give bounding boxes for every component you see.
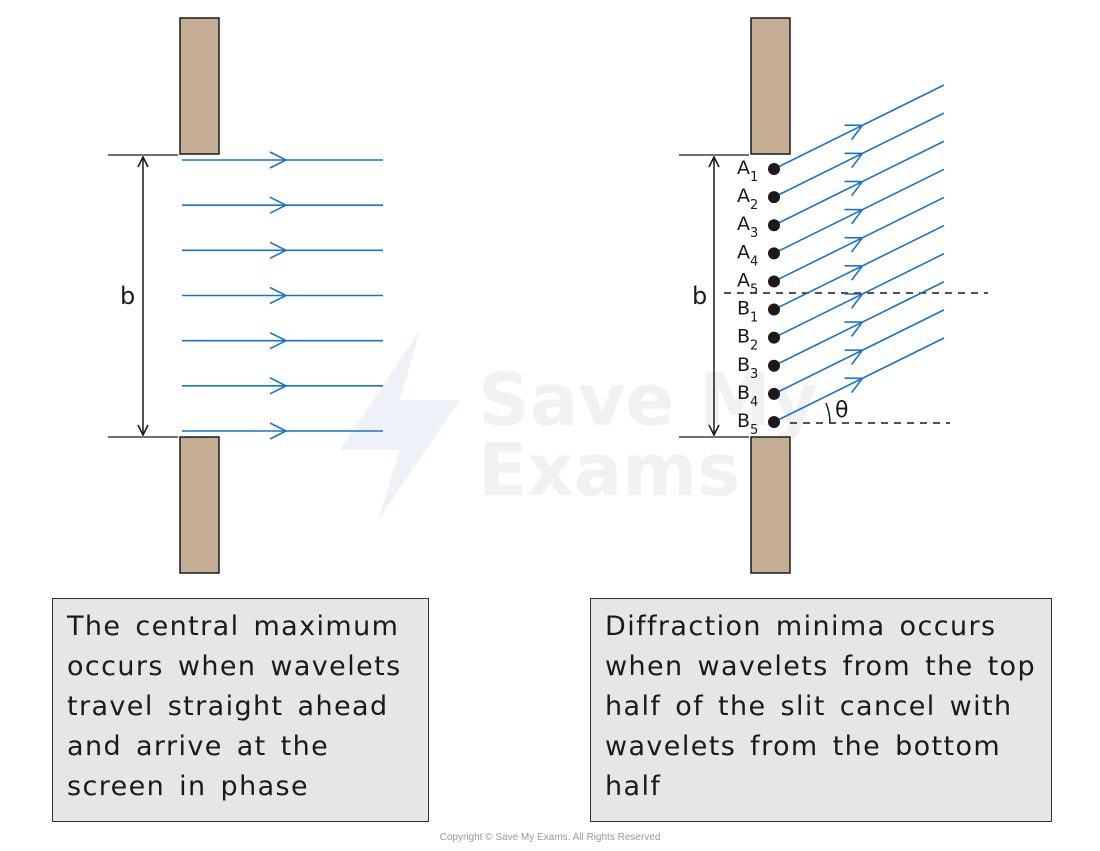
right-caption-box: Diffraction minima occurs when wavelets … <box>590 598 1052 822</box>
watermark-line-1: Save My <box>478 358 818 442</box>
source-label: A1 <box>737 157 758 185</box>
right-slit-upper-barrier <box>750 17 791 155</box>
source-dot <box>768 303 780 316</box>
source-label: B2 <box>737 326 758 354</box>
wavelet-ray <box>773 196 945 283</box>
wavelet-ray <box>773 84 945 170</box>
source-dot <box>768 163 780 175</box>
wavelet-ray <box>773 224 945 311</box>
source-dot <box>768 416 780 428</box>
wavefront-arrow <box>182 196 383 214</box>
left-caption-text: The central maximum occurs when wavelets… <box>67 611 402 802</box>
right-slit-width-label: b <box>692 282 707 310</box>
watermark-line-2: Exams <box>478 428 740 512</box>
source-point: A1 <box>737 157 780 185</box>
wavefront-arrow <box>182 286 383 305</box>
wavefront-arrow <box>182 151 383 169</box>
left-slit-lower-barrier <box>179 436 220 574</box>
left-slit-width-label: b <box>120 282 135 310</box>
source-dot <box>768 387 780 400</box>
watermark-bolt-icon <box>340 330 460 520</box>
watermark: Save My Exams <box>340 330 818 520</box>
wavelet-ray <box>773 112 945 198</box>
source-dot <box>768 331 780 344</box>
source-point: B1 <box>737 298 780 326</box>
left-diagram: b <box>108 17 383 574</box>
wavelet-ray <box>773 337 945 423</box>
wavelet-ray <box>773 281 945 367</box>
wavelet-ray <box>773 168 945 255</box>
source-point: A4 <box>737 241 780 269</box>
angle-arc <box>825 402 831 424</box>
wavefront-arrow <box>182 331 383 350</box>
source-label: A2 <box>737 185 758 213</box>
left-wavefronts <box>182 151 383 440</box>
wavelet-ray <box>773 309 945 395</box>
source-dot <box>768 359 780 372</box>
source-label: B1 <box>737 298 758 326</box>
right-wavelets <box>773 84 945 423</box>
wavelet-ray <box>773 252 945 339</box>
copyright-notice: Copyright © Save My Exams. All Rights Re… <box>439 832 661 843</box>
right-slit-lower-barrier <box>750 436 791 574</box>
wavefront-arrow <box>182 377 383 395</box>
source-point: B2 <box>737 326 780 354</box>
wavefront-arrow <box>182 422 383 440</box>
source-point: A3 <box>737 213 780 241</box>
source-dot <box>768 219 780 232</box>
source-label: A4 <box>737 241 758 269</box>
source-dot <box>768 275 780 288</box>
source-dot <box>768 247 780 260</box>
wavelet-ray <box>773 140 945 226</box>
source-point: A2 <box>737 185 780 213</box>
left-caption-box: The central maximum occurs when wavelets… <box>52 598 429 822</box>
source-label: A3 <box>737 213 758 241</box>
wavefront-arrow <box>182 241 383 260</box>
angle-label: θ <box>835 398 848 423</box>
left-slit-upper-barrier <box>179 17 220 155</box>
right-caption-text: Diffraction minima occurs when wavelets … <box>605 611 1037 802</box>
source-dot <box>768 191 780 204</box>
